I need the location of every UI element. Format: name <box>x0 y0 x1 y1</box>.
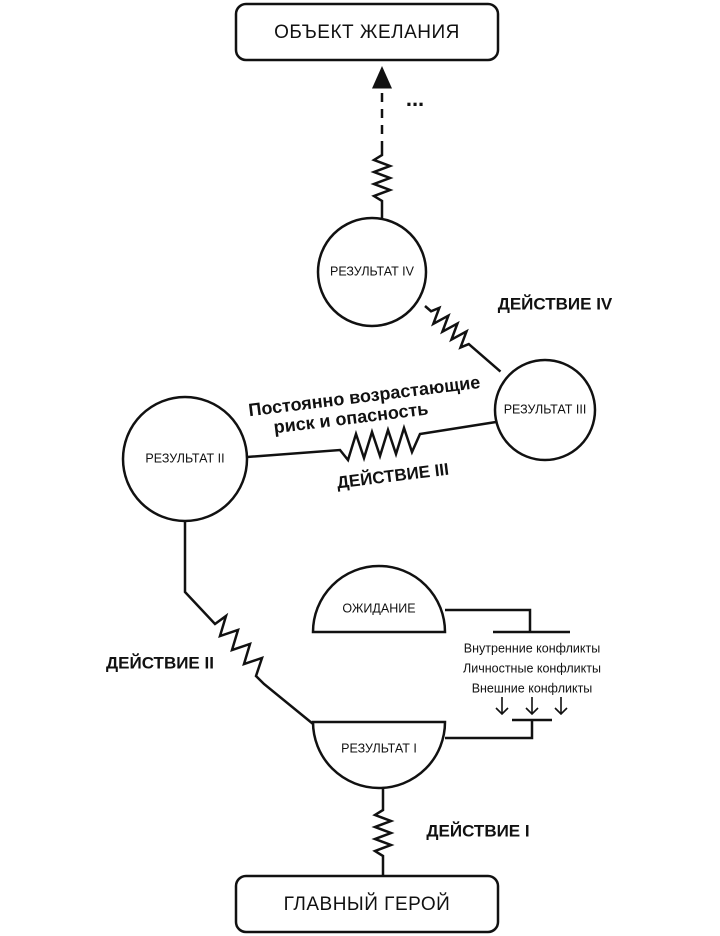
down-arrow-icon <box>554 697 568 716</box>
expectation-connector <box>445 608 532 632</box>
result-1-connector <box>445 720 534 740</box>
goal-label: ОБЪЕКТ ЖЕЛАНИЯ <box>274 22 460 43</box>
result-3-label: РЕЗУЛЬТАТ III <box>504 402 587 416</box>
conflict-list: Внутренние конфликты Личностные конфликт… <box>463 641 601 695</box>
result-2-label: РЕЗУЛЬТАТ II <box>145 451 224 465</box>
down-arrow-icon <box>495 697 509 716</box>
expectation-label: ОЖИДАНИЕ <box>342 601 415 615</box>
action-2-label: ДЕЙСТВИЕ II <box>106 653 214 672</box>
action-4-label: ДЕЙСТВИЕ IV <box>498 294 613 313</box>
spring-action-1 <box>371 788 395 876</box>
result-4-label: РЕЗУЛЬТАТ IV <box>330 264 415 278</box>
spring-action-3 <box>246 420 497 463</box>
conflict-item: Внешние конфликты <box>472 681 593 695</box>
expectation-node: ОЖИДАНИЕ <box>311 564 447 634</box>
spring-to-goal <box>370 150 394 218</box>
action-1-label: ДЕЙСТВИЕ I <box>426 821 529 840</box>
down-arrow-icon <box>525 697 539 716</box>
conflict-item: Личностные конфликты <box>463 661 601 675</box>
conflict-item: Внутренние конфликты <box>464 641 600 655</box>
result-4-node: РЕЗУЛЬТАТ IV <box>316 216 428 328</box>
goal-box: ОБЪЕКТ ЖЕЛАНИЯ <box>234 2 500 62</box>
result-3-node: РЕЗУЛЬТАТ III <box>493 358 597 462</box>
result-1-label: РЕЗУЛЬТАТ I <box>341 741 417 755</box>
hero-box: ГЛАВНЫЙ ГЕРОЙ <box>234 874 500 934</box>
result-2-node: РЕЗУЛЬТАТ II <box>121 395 249 523</box>
action-3-label: ДЕЙСТВИЕ III <box>336 460 450 493</box>
hero-label: ГЛАВНЫЙ ГЕРОЙ <box>284 893 451 915</box>
spring-action-2 <box>183 521 319 729</box>
spring-action-4 <box>424 305 502 373</box>
ellipsis: ... <box>406 86 424 111</box>
result-1-node: РЕЗУЛЬТАТ I <box>311 720 447 790</box>
down-arrow-icons <box>495 697 568 716</box>
